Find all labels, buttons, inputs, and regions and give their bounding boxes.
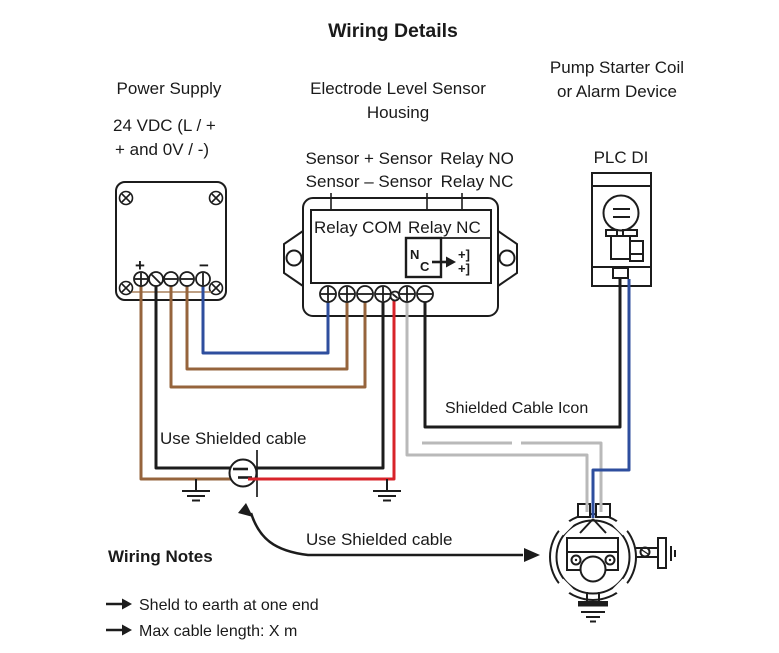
housing-terminal-row1-right: Relay NO: [440, 149, 514, 168]
use-shielded-cable-bottom: Use Shielded cable: [306, 530, 452, 549]
wire-relay-to-pump-gray: [405, 294, 589, 512]
arrowhead-right-icon: [524, 548, 540, 562]
wire-ps-to-sensor-brown-1: [185, 279, 349, 371]
electrode-prong: [579, 518, 594, 534]
relay-com-label: Relay COM: [314, 218, 402, 237]
corner-screw-icon: [118, 190, 224, 296]
relay-contact-box: [404, 236, 492, 279]
shield-cable-icon: [228, 450, 258, 497]
electrode-symbol-bottom: +]: [458, 261, 470, 276]
arrow-bullet-icon: [122, 624, 132, 636]
wire-shield-drain-red: [248, 296, 396, 481]
relay-arrow-icon: [446, 256, 456, 268]
arrowhead-up-left-icon: [238, 503, 253, 517]
earth-ground-icon-right: [373, 479, 401, 502]
power-supply-terminals: [133, 271, 211, 287]
ps-minus-label: −: [199, 256, 209, 275]
lamp-icon: [602, 194, 640, 232]
wire-plc-to-pump-blue: [591, 279, 631, 518]
relay-c: C: [420, 259, 430, 274]
wire-psneg-to-sensor-blue: [201, 279, 330, 355]
plc-di-device: [591, 172, 652, 287]
wiring-note-2: Max cable length: X m: [139, 623, 297, 640]
wiring-note-1: Sheld to earth at one end: [139, 597, 319, 614]
housing-terminal-row1-left: Sensor + Sensor: [305, 149, 432, 168]
ps-plus-label: +: [135, 256, 145, 275]
pump-device: [549, 503, 676, 623]
wire-shield-drain-brown: [139, 279, 231, 481]
wire-shield-broken-gray: [422, 441, 603, 512]
plc-di-label: PLC DI: [594, 148, 649, 167]
housing-title-line2: Housing: [367, 103, 429, 122]
use-shielded-cable-arrow: [238, 503, 540, 562]
wiring-notes-heading: Wiring Notes: [108, 547, 213, 566]
pump-title-line2: or Alarm Device: [557, 82, 677, 101]
note-bullet-arrows: [106, 598, 132, 636]
wire-relay-to-plc-black: [423, 279, 622, 429]
shielded-cable-icon-label: Shielded Cable Icon: [445, 400, 588, 417]
housing-terminal-row2-right: Relay NC: [441, 172, 514, 191]
relay-nc-label: Relay NC: [408, 218, 481, 237]
electrode-symbol-top: +]: [458, 247, 470, 262]
cable-entry-tab: [595, 503, 611, 518]
arrow-bullet-icon: [122, 598, 132, 610]
page-title: Wiring Details: [328, 20, 458, 42]
housing-terminals: [319, 285, 434, 303]
earth-ground-icon-left: [182, 479, 210, 502]
electrode-prong: [592, 518, 607, 534]
relay-n: N: [410, 247, 419, 262]
wire-ps-to-sensor-brown-2: [169, 279, 367, 389]
power-supply-voltage-line1: 24 VDC (L / +: [113, 116, 216, 135]
use-shielded-cable-top: Use Shielded cable: [160, 429, 306, 448]
power-supply-box: [115, 181, 227, 301]
pump-title-line1: Pump Starter Coil: [550, 58, 684, 77]
mount-hole-icon: [498, 249, 516, 267]
power-supply-voltage-line2: + and 0V / -): [115, 140, 209, 159]
mount-hole-icon: [285, 249, 303, 267]
housing-title-line1: Electrode Level Sensor: [310, 79, 486, 98]
housing-terminal-row2-left: Sensor – Sensor: [306, 172, 433, 191]
power-supply-title: Power Supply: [117, 79, 222, 98]
wire-ps-to-relay-black: [154, 279, 385, 470]
